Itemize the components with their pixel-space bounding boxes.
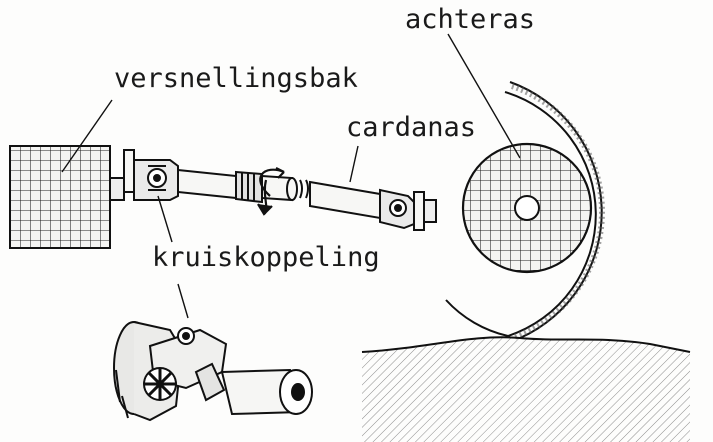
rear-axle-leader xyxy=(447,33,521,159)
gearbox-block xyxy=(9,145,125,249)
universal-joint-closeup xyxy=(113,321,313,422)
label-universal-joint: kruiskoppeling xyxy=(152,242,380,273)
ujoint-leader-top xyxy=(157,195,173,243)
rear-axle-block xyxy=(461,142,593,274)
label-driveshaft: cardanas xyxy=(346,112,476,143)
ground xyxy=(361,336,691,442)
ujoint-leader-bottom xyxy=(177,283,189,319)
label-rear-axle: achteras xyxy=(405,4,535,35)
leader-lines xyxy=(61,33,521,319)
label-gearbox: versnellingsbak xyxy=(114,63,358,94)
gearbox-leader xyxy=(61,99,113,173)
wheel-arc xyxy=(445,81,605,340)
driveshaft-assembly xyxy=(123,149,437,231)
rotation-arrow-icon xyxy=(257,167,285,216)
driveshaft-leader xyxy=(349,145,359,183)
